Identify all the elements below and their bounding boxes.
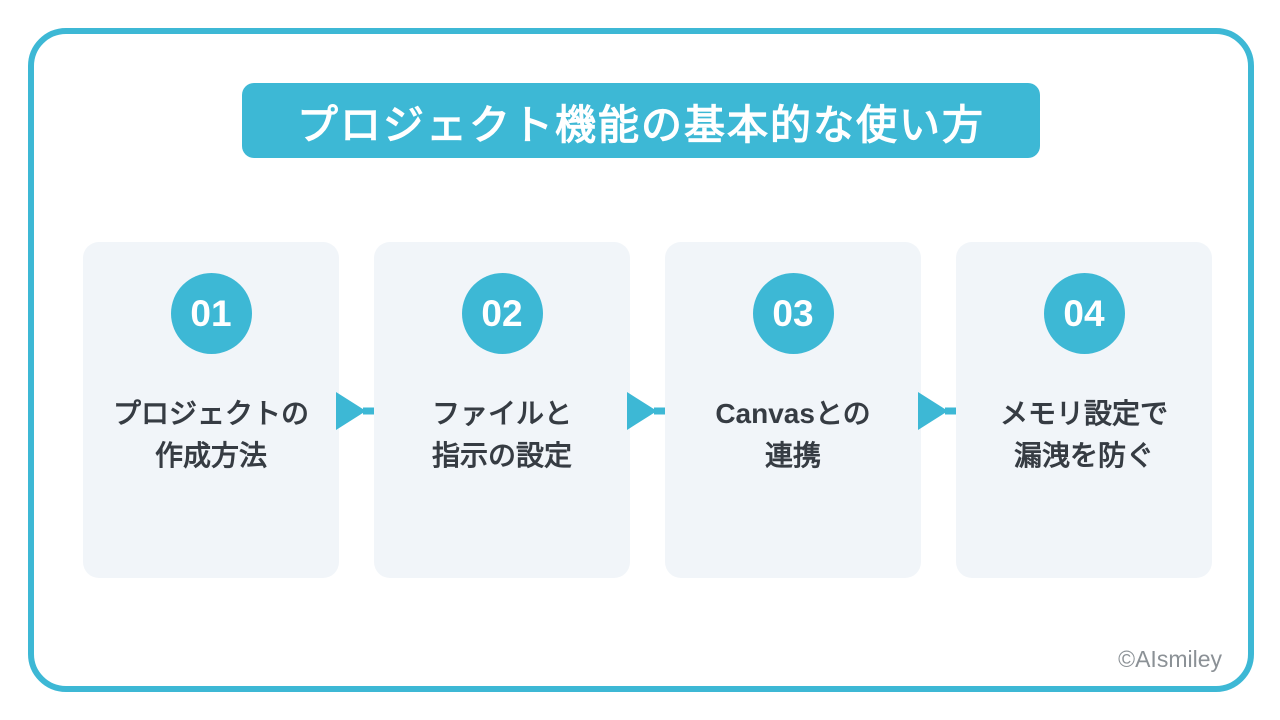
step-number-3: 03 [772, 292, 814, 334]
step-card-2: 02 ファイルと 指示の設定 [374, 242, 630, 578]
arrow-right-icon [336, 392, 374, 430]
step-label-3-line-1: Canvasとの [715, 398, 871, 429]
step-label-3-line-2: 連携 [764, 440, 821, 471]
step-label-1-line-2: 作成方法 [154, 440, 267, 471]
step-number-badge-2: 02 [461, 273, 543, 354]
step-number-badge-3: 03 [752, 273, 834, 354]
page-title: プロジェクト機能の基本的な使い方 [297, 101, 985, 148]
arrow-right-icon [918, 392, 956, 430]
step-label-4-line-2: 漏洩を防ぐ [1013, 440, 1154, 471]
step-label-4-line-1: メモリ設定で [999, 398, 1168, 429]
step-label-1: プロジェクトの 作成方法 [113, 393, 309, 477]
step-label-3: Canvasとの 連携 [715, 393, 870, 477]
step-label-2-line-2: 指示の設定 [431, 440, 572, 471]
arrow-right-icon [627, 392, 665, 430]
step-label-1-line-1: プロジェクトの [112, 398, 309, 429]
step-number-badge-4: 04 [1043, 273, 1125, 354]
title-banner: プロジェクト機能の基本的な使い方 [242, 83, 1040, 158]
step-label-2-line-1: ファイルと [431, 398, 572, 429]
step-card-4: 04 メモリ設定で 漏洩を防ぐ [956, 242, 1212, 578]
step-number-2: 02 [481, 292, 523, 334]
watermark: ©AIsmiley [1118, 646, 1222, 672]
step-label-2: ファイルと 指示の設定 [432, 393, 572, 477]
step-number-1: 01 [190, 292, 232, 334]
step-card-1: 01 プロジェクトの 作成方法 [83, 242, 339, 578]
step-label-4: メモリ設定で 漏洩を防ぐ [1000, 393, 1168, 477]
step-number-badge-1: 01 [170, 273, 252, 354]
step-card-3: 03 Canvasとの 連携 [665, 242, 921, 578]
steps-row: 01 プロジェクトの 作成方法 02 ファイルと 指示の設定 03 Canvas… [83, 242, 1212, 578]
step-number-4: 04 [1063, 292, 1105, 334]
